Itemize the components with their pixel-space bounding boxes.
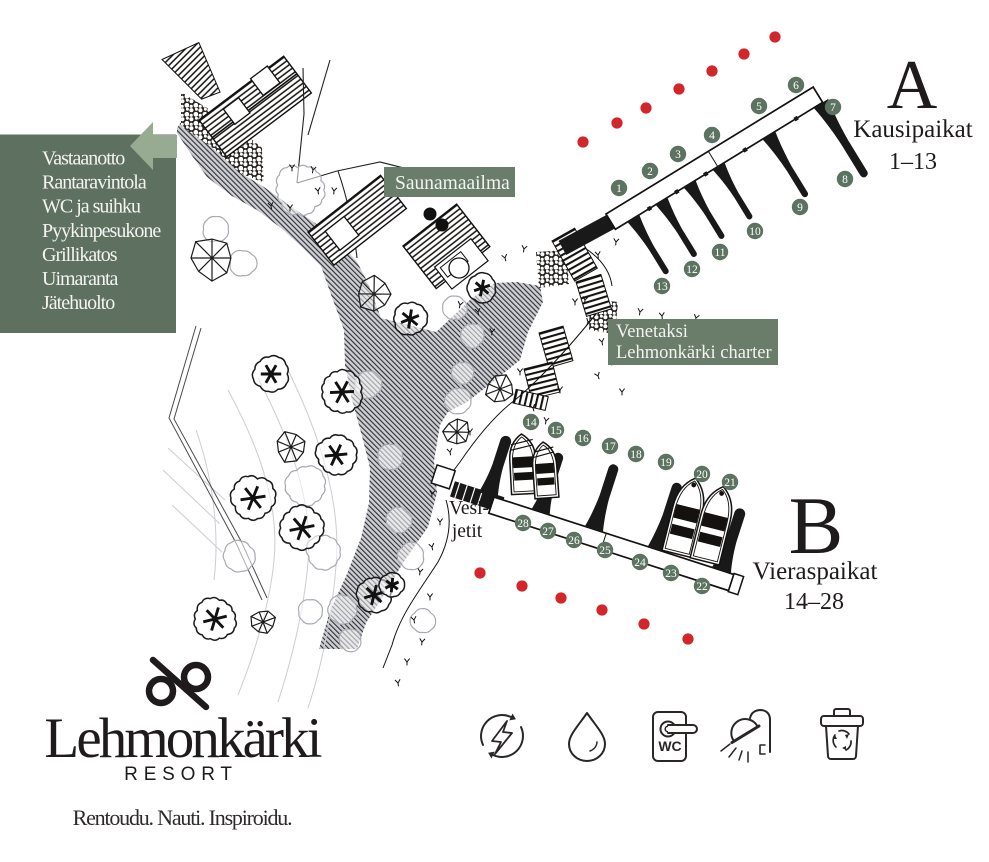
svg-text:27: 27 (542, 526, 554, 538)
svg-text:Jätehuolto: Jätehuolto (42, 292, 115, 314)
svg-text:Uimaranta: Uimaranta (42, 268, 119, 290)
svg-text:17: 17 (604, 441, 616, 453)
svg-text:14–28: 14–28 (784, 589, 844, 615)
svg-text:13: 13 (656, 281, 668, 293)
svg-text:28: 28 (517, 518, 529, 530)
svg-text:Saunamaailma: Saunamaailma (395, 173, 510, 194)
svg-text:B: B (789, 480, 844, 571)
svg-text:8: 8 (842, 174, 848, 186)
svg-text:10: 10 (749, 226, 761, 238)
svg-text:18: 18 (630, 449, 642, 461)
svg-text:24: 24 (634, 557, 646, 569)
svg-text:RESORT: RESORT (124, 764, 238, 785)
svg-text:Rantaravintola: Rantaravintola (42, 172, 147, 194)
svg-text:25: 25 (599, 545, 611, 557)
svg-text:A: A (887, 47, 938, 124)
svg-text:20: 20 (696, 469, 708, 481)
svg-text:12: 12 (686, 264, 698, 276)
svg-text:5: 5 (756, 101, 762, 113)
svg-text:Lehmonkärki: Lehmonkärki (44, 707, 321, 770)
svg-text:3: 3 (675, 149, 681, 161)
svg-text:Vastaanotto: Vastaanotto (42, 148, 125, 170)
svg-text:1: 1 (616, 183, 622, 195)
svg-text:WC ja suihku: WC ja suihku (42, 196, 141, 218)
svg-text:4: 4 (709, 130, 715, 142)
svg-text:21: 21 (724, 477, 736, 489)
svg-text:19: 19 (660, 457, 672, 469)
svg-text:7: 7 (830, 102, 836, 114)
svg-text:Vieraspaikat: Vieraspaikat (753, 558, 878, 585)
svg-text:11: 11 (714, 247, 725, 259)
svg-text:Lehmonkärki charter: Lehmonkärki charter (616, 343, 772, 363)
svg-text:Grillikatos: Grillikatos (42, 244, 118, 266)
svg-text:23: 23 (665, 568, 677, 580)
svg-text:2: 2 (647, 166, 653, 178)
svg-text:Pyykinpesukone: Pyykinpesukone (42, 220, 161, 242)
svg-text:Rentoudu. Nauti. Inspiroidu.: Rentoudu. Nauti. Inspiroidu. (73, 805, 292, 830)
svg-text:WC: WC (658, 738, 681, 754)
svg-text:9: 9 (797, 202, 803, 214)
svg-text:26: 26 (568, 535, 580, 547)
svg-text:Kausipaikat: Kausipaikat (853, 116, 972, 143)
svg-text:6: 6 (793, 80, 799, 92)
svg-text:16: 16 (577, 433, 589, 445)
svg-text:Vesi-: Vesi- (449, 498, 489, 519)
svg-text:1–13: 1–13 (889, 149, 937, 175)
svg-text:15: 15 (550, 425, 562, 437)
svg-text:Venetaksi: Venetaksi (616, 322, 688, 342)
svg-text:14: 14 (525, 417, 537, 429)
svg-text:jetit: jetit (451, 521, 483, 542)
svg-text:22: 22 (696, 581, 708, 593)
